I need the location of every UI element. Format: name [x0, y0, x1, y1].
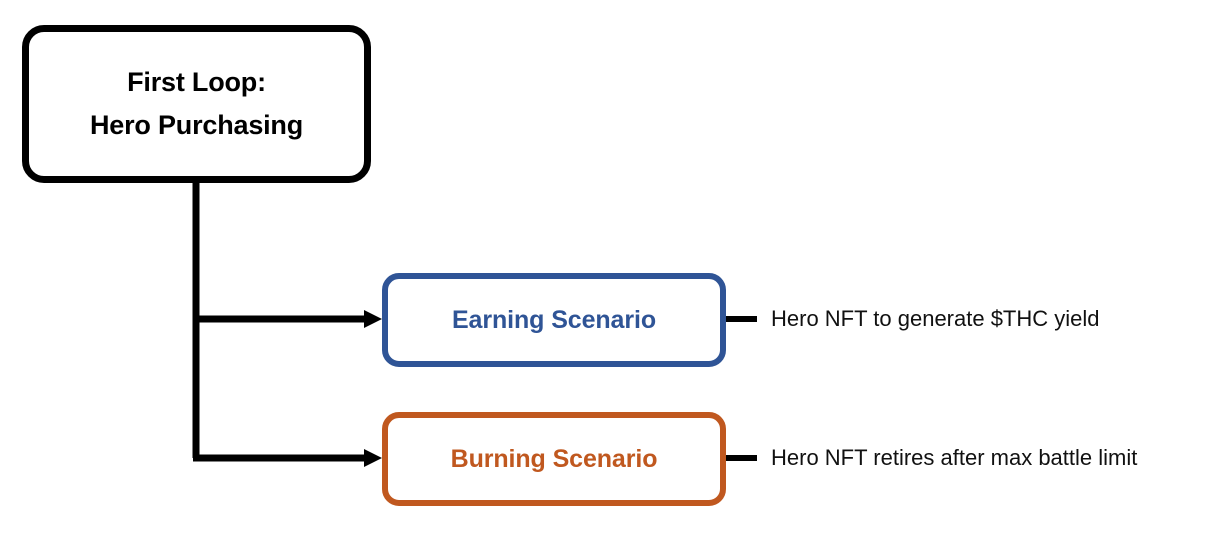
- arrowhead-burning: [364, 449, 382, 467]
- node-first-loop[interactable]: First Loop: Hero Purchasing: [22, 25, 371, 183]
- annotation-earning-scenario: Hero NFT to generate $THC yield: [771, 306, 1100, 331]
- node-earning-scenario[interactable]: Earning Scenario: [382, 273, 726, 367]
- node-burning-scenario[interactable]: Burning Scenario: [382, 412, 726, 506]
- node-burning-scenario-label: Burning Scenario: [450, 444, 658, 473]
- node-first-loop-line2: Hero Purchasing: [89, 110, 304, 140]
- node-first-loop-line1: First Loop:: [127, 67, 266, 97]
- node-earning-scenario-label: Earning Scenario: [451, 305, 656, 334]
- annotation-burning-scenario: Hero NFT retires after max battle limit: [771, 445, 1138, 470]
- arrowhead-earning: [364, 310, 382, 328]
- node-first-loop-label: First Loop: Hero Purchasing: [90, 61, 303, 147]
